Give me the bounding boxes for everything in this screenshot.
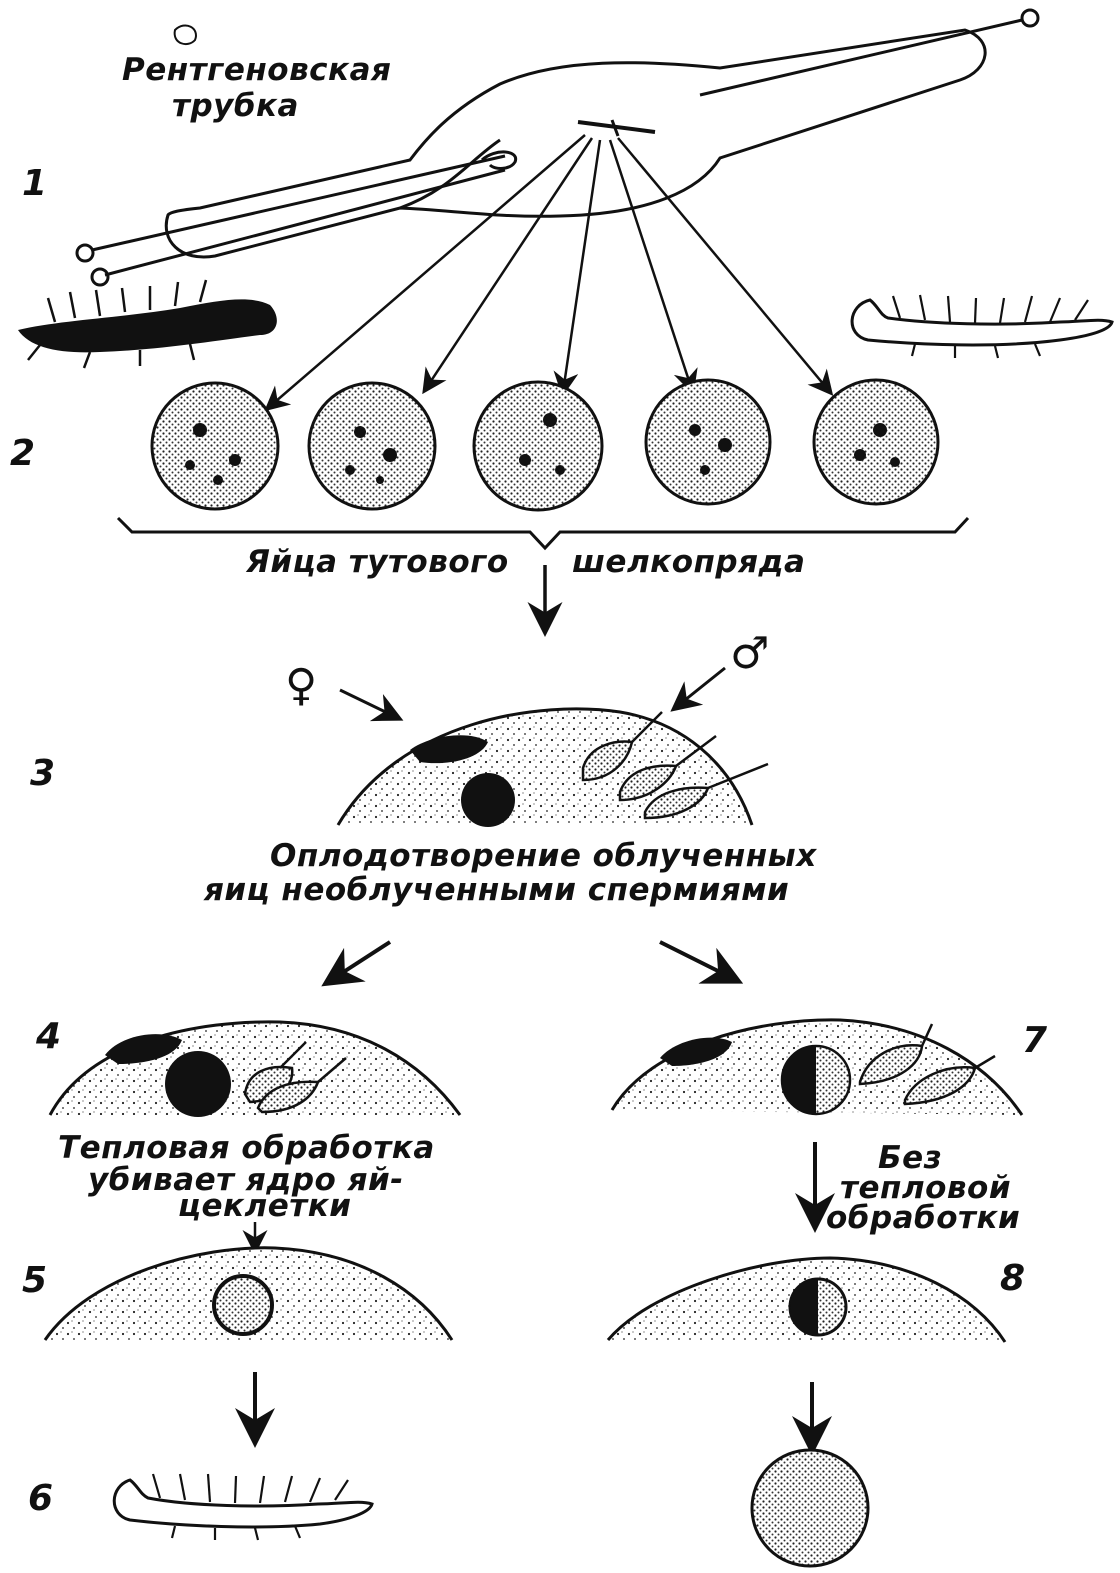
step-1: 1	[22, 163, 47, 204]
eggs-label-part1: Яйца тутового	[245, 544, 509, 580]
tube-label-line1: Рентгеновская	[122, 52, 391, 88]
arrow-left	[328, 942, 390, 982]
egg-stage-5	[45, 1248, 452, 1340]
step-3: 3	[30, 753, 55, 794]
egg-stage-4	[50, 1022, 460, 1117]
egg	[474, 382, 602, 510]
egg-stage-8	[608, 1258, 1005, 1342]
heat-line3: цеклетки	[178, 1188, 352, 1224]
arrow-female	[340, 690, 398, 718]
dark-caterpillar-icon	[18, 280, 277, 368]
arrow-male	[675, 668, 725, 708]
step-4: 4	[35, 1016, 61, 1057]
egg	[814, 380, 938, 504]
step-8: 8	[1000, 1258, 1025, 1299]
egg	[152, 383, 278, 509]
noheat-line3: обработки	[826, 1200, 1020, 1236]
female-symbol: ♀	[285, 660, 317, 711]
step-7: 7	[1022, 1020, 1047, 1061]
step-5: 5	[22, 1260, 47, 1301]
fertilization-line2: яиц необлученными спермиями	[203, 872, 789, 908]
silkworm-eggs	[152, 380, 938, 510]
eggs-label-part2: шелкопряда	[572, 544, 805, 580]
male-symbol: ♂	[730, 628, 769, 679]
xray-beams	[268, 135, 830, 408]
heat-line1: Тепловая обработка	[58, 1130, 435, 1166]
fertilization-line1: Оплодотворение облученных	[270, 838, 817, 874]
step-6: 6	[28, 1478, 53, 1519]
egg	[309, 383, 435, 509]
fertilized-egg-3	[338, 709, 768, 827]
arrow-right	[660, 942, 736, 980]
egg	[646, 380, 770, 504]
step-2: 2	[10, 433, 35, 474]
egg-stage-7	[612, 1020, 1022, 1115]
result-egg	[752, 1450, 868, 1566]
white-caterpillar-result-icon	[114, 1474, 372, 1540]
white-caterpillar-icon	[852, 295, 1112, 358]
tube-label-line2: трубка	[172, 88, 299, 124]
